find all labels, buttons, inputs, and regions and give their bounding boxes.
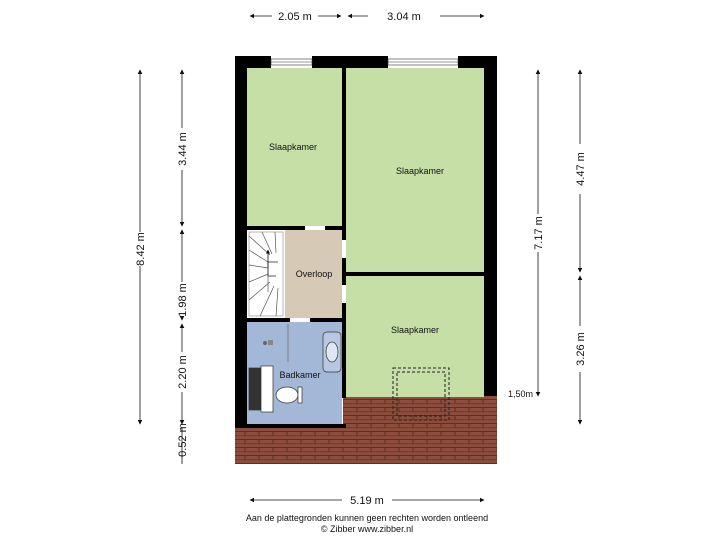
roof-window [392, 367, 450, 421]
room-label-landing: Overloop [296, 269, 333, 279]
dim-right-a: 4.47 m [575, 152, 587, 186]
door-openings [290, 226, 346, 322]
roof-tiles [235, 428, 497, 464]
room-bedroom-top-left [247, 68, 342, 226]
room-landing [285, 230, 342, 318]
room-bedroom-top-right [346, 68, 484, 272]
dimension-lines [137, 13, 583, 503]
staircase [248, 231, 284, 317]
dim-top-left: 2.05 m [278, 11, 312, 23]
room-stairwell [247, 230, 285, 318]
dim-left-b: 1.98 m [177, 283, 189, 317]
dim-left-a: 3.44 m [177, 132, 189, 166]
roof-tiles-balcony [343, 396, 497, 430]
dim-right-total: 7.17 m [533, 216, 545, 250]
dim-height-mark: 1,50m [508, 389, 533, 399]
windows [270, 58, 459, 66]
dim-right-b: 3.26 m [575, 332, 587, 366]
room-label-bedroom-bottom-right: Slaapkamer [391, 325, 439, 335]
room-label-bedroom-top-left: Slaapkamer [269, 142, 317, 152]
bathroom-fixtures [248, 324, 342, 413]
room-bedroom-bottom-right [346, 276, 484, 397]
footer-disclaimer: Aan de plattegronden kunnen geen rechten… [246, 513, 488, 523]
dim-left-d: 0.52 m [177, 423, 189, 457]
dim-top-right: 3.04 m [387, 11, 421, 23]
footer-copyright: © Zibber www.zibber.nl [321, 524, 413, 534]
dim-left-total: 8.42 m [135, 232, 147, 266]
dim-bottom-total: 5.19 m [350, 495, 384, 507]
dim-left-c: 2.20 m [177, 355, 189, 389]
room-label-bedroom-top-right: Slaapkamer [396, 166, 444, 176]
room-label-bathroom: Badkamer [279, 370, 320, 380]
